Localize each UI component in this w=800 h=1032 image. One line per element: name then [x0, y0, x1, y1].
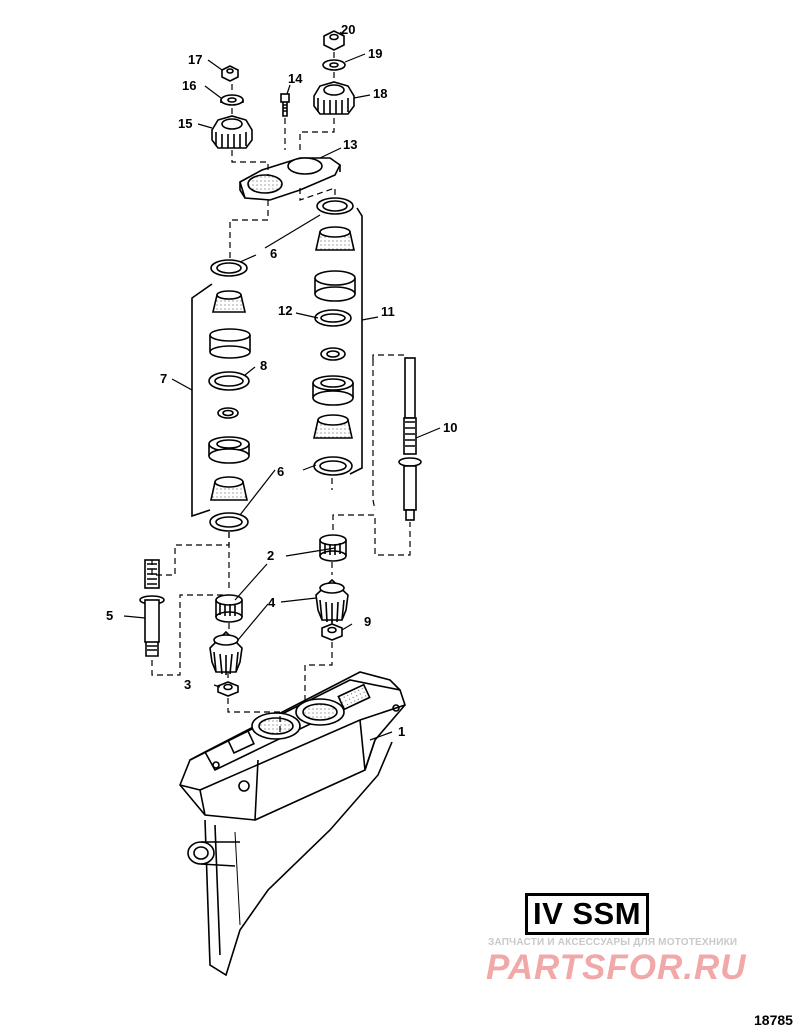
callout-12: 12 — [278, 303, 292, 318]
pinion-gear-part-4a — [209, 630, 243, 675]
callout-1: 1 — [398, 724, 405, 739]
stack-brackets — [191, 207, 363, 518]
shaft-part-10 — [398, 357, 422, 521]
carrier-plate-part-13 — [239, 157, 342, 201]
callout-14: 14 — [288, 71, 303, 86]
callout-15: 15 — [178, 116, 192, 131]
needle-bearing-part-2b — [319, 534, 347, 562]
callout-16: 16 — [182, 78, 196, 93]
callout-13: 13 — [343, 137, 357, 152]
ssm-badge: IV SSM — [525, 893, 649, 935]
gear-part-15 — [211, 115, 253, 149]
callout-9: 9 — [364, 614, 371, 629]
callout-8: 8 — [260, 358, 267, 373]
pinion-gear-part-4b — [315, 578, 349, 623]
callout-4: 4 — [268, 595, 276, 610]
bearing-stack-part-7 — [208, 259, 251, 532]
leader-lines — [123, 31, 441, 741]
callout-7: 7 — [160, 371, 167, 386]
nut-part-20 — [323, 30, 345, 51]
callout-11: 11 — [381, 304, 395, 319]
gear-part-18 — [313, 81, 355, 115]
callout-20: 20 — [341, 22, 355, 37]
assembly-guide-lines — [151, 52, 411, 732]
watermark-logo: PARTSFOR.RU — [486, 948, 747, 987]
nut-part-17 — [221, 65, 239, 82]
screw-part-14 — [280, 93, 290, 117]
washer-part-19 — [322, 59, 346, 71]
callout-18: 18 — [373, 86, 387, 101]
callout-19: 19 — [368, 46, 382, 61]
callout-10: 10 — [443, 420, 457, 435]
callout-6-upper: 6 — [270, 246, 277, 261]
callout-labels: 1 2 3 4 5 6 6 7 8 9 10 11 12 13 14 15 16… — [106, 22, 457, 739]
callout-6-lower: 6 — [277, 464, 284, 479]
needle-bearing-part-2a — [215, 594, 243, 623]
nut-part-3 — [217, 681, 239, 697]
callout-3: 3 — [184, 677, 191, 692]
nut-part-9 — [321, 623, 343, 641]
ssm-badge-text: IV SSM — [532, 896, 642, 931]
washer-part-16 — [220, 94, 244, 106]
bearing-stack-part-11 — [312, 197, 356, 476]
diagram-number: 18785 — [754, 1012, 793, 1028]
callout-17: 17 — [188, 52, 202, 67]
callout-2: 2 — [267, 548, 274, 563]
gearcase-housing-part — [179, 671, 406, 977]
callout-5: 5 — [106, 608, 113, 623]
watermark-caption: ЗАПЧАСТИ И АКСЕССУАРЫ ДЛЯ МОТОТЕХНИКИ — [488, 937, 738, 948]
